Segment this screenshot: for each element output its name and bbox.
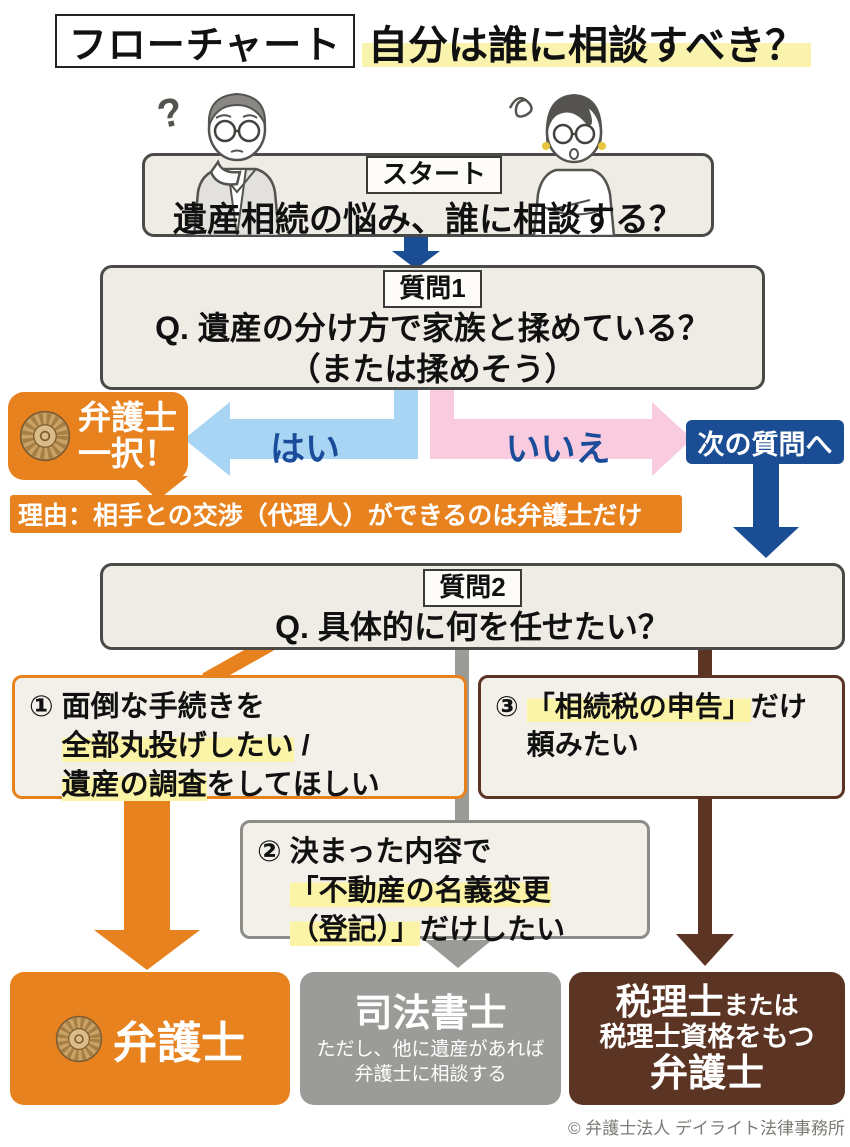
result-zei-line3: 弁護士 [649,1052,764,1095]
question2-label: 質問2 [423,569,522,607]
result-judicial-scrivener-box: 司法書士 ただし、他に遺産があれば 弁護士に相談する [300,972,561,1105]
option2-line2: 「不動産の名義変更 [289,872,566,911]
lawyer-badge-icon [19,410,71,462]
option1-box: ① 面倒な手続きを 全部丸投げしたい / 遺産の調査をしてほしい [12,675,467,802]
arrow-start-to-q1 [392,237,440,269]
option3-line1-highlight: 「相続税の申告」 [526,691,751,722]
lawyer-badge-icon [55,1015,103,1063]
option2-line3-rest: だけしたい [420,914,566,947]
no-arrow [430,388,692,476]
arrow-next-to-q2 [733,458,799,558]
copyright-text: © 弁護士法人 デイライト法律事務所 [568,1119,845,1138]
option1-number: ① [29,691,54,723]
start-question: 遺産相続の悩み、誰に相談する？ [173,201,683,239]
option2-box: ② 決まった内容で 「不動産の名義変更 （登記）」だけしたい [240,820,650,947]
connector-q2-option1 [202,637,274,687]
option1-line2-highlight: 全部丸投げしたい [61,730,294,763]
page-title: 自分は誰に相談すべき？ [362,17,812,68]
yes-label: はい [269,430,340,469]
reason-banner: 理由：相手との交渉（代理人）ができるのは弁護士だけ [10,495,682,533]
question1-box: 質問1 Q. 遺産の分け方で家族と揉めている？ （または揉めそう） [100,265,765,390]
header-tag: フローチャート [55,14,355,68]
result-zei-line1: 税理士または [615,980,799,1022]
option1-line1: 面倒な手続きを [61,691,265,723]
question1-line2: （または揉めそう） [288,350,577,387]
option3-line1-rest: だけ [750,691,807,722]
scribble-icon [508,96,533,118]
connector-q2-option3 [698,646,712,678]
yes-arrow [184,388,418,476]
lawyer-only-line1: 弁護士 [78,399,177,437]
option1-line3-highlight: 遺産の調査 [61,769,207,802]
question2-box: 質問2 Q. 具体的に何を任せたい？ [100,563,845,650]
start-label: スタート [366,156,503,194]
arrow-option1-to-lawyer [94,796,200,970]
option3-line1: 「相続税の申告」だけ [526,688,807,726]
result-zei-line1-sub: または [723,991,799,1020]
option3-box: ③ 「相続税の申告」だけ 頼みたい [478,675,845,799]
option2-line2-highlight: 「不動産の名義変更 [289,875,551,908]
option1-line2-rest: / [293,730,310,763]
result-lawyer-box: 弁護士 [10,972,290,1105]
no-label: いいえ [505,430,611,469]
result-shiho-title: 司法書士 [354,993,507,1036]
next-question-box: 次の質問へ [686,420,844,464]
option2-line3: （登記）」だけしたい [289,911,566,950]
option2-line1: 決まった内容で [289,836,492,868]
result-zei-line2: 税理士資格をもつ [599,1022,815,1053]
arrow-option3-to-zeirishi [676,796,734,966]
option1-line2: 全部丸投げしたい / [61,727,380,766]
question1-label: 質問1 [383,270,482,308]
option2-line3-highlight: （登記）」 [289,914,421,947]
question1-line1: Q. 遺産の分け方で家族と揉めている？ [155,309,710,346]
result-lawyer-title: 弁護士 [113,1018,245,1068]
result-shiho-note2: 弁護士に相談する [354,1064,507,1086]
lawyer-only-line2: 一択！ [78,435,177,472]
option2-number: ② [257,836,282,868]
option3-number: ③ [495,691,519,722]
option1-line3: 遺産の調査をしてほしい [61,766,380,805]
option3-line2: 頼みたい [526,728,639,760]
question-mark-icon: ? [154,89,187,137]
woman-illustration [508,94,616,236]
question2-text: Q. 具体的に何を任せたい？ [275,608,670,645]
lawyer-only-bubble: 弁護士 一択！ [8,392,188,480]
man-illustration: ? [154,89,281,236]
bubble-tail [132,476,188,500]
result-shiho-note1: ただし、他に遺産があれば [316,1038,545,1060]
arrow-option2-to-shiho [424,940,492,968]
result-tax-accountant-box: 税理士または 税理士資格をもつ 弁護士 [569,972,845,1105]
result-zei-line1-main: 税理士 [615,980,724,1022]
option1-line3-rest: をしてほしい [206,769,380,802]
